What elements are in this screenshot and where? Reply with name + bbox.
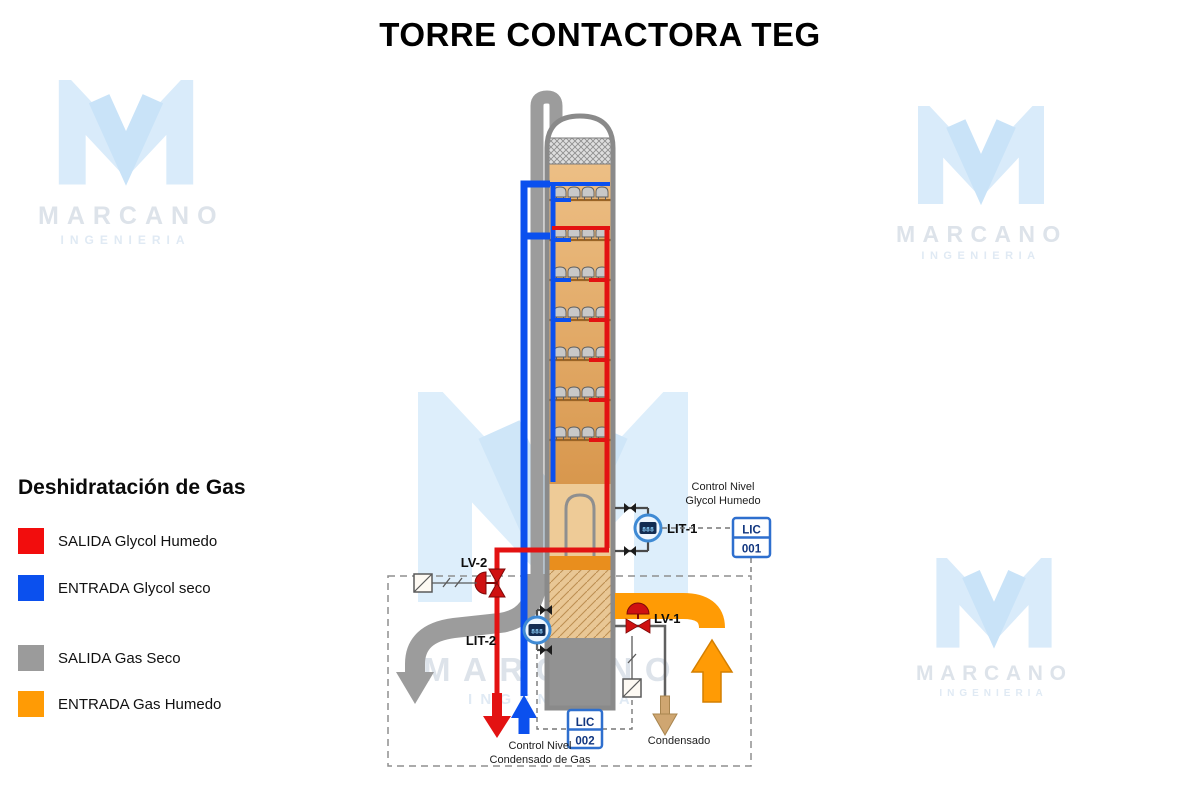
- demister-pad: [547, 137, 613, 165]
- legend-swatch-entrada-glycol: [18, 575, 44, 601]
- dry-gas-pipe: [396, 90, 563, 704]
- marcano-logo-icon: [58, 80, 193, 186]
- lit1-display: 888: [642, 526, 654, 534]
- lit2-transmitter: 888 LIT-2: [466, 605, 552, 655]
- watermark-marcano: MARCANO INGENIERIA: [916, 558, 1071, 699]
- control-note-condensado-1: Control Nivel: [509, 740, 572, 752]
- legend-label: ENTRADA Gas Humedo: [58, 695, 222, 713]
- watermark-marcano: MARCANO INGENIERIA: [38, 80, 225, 247]
- tower-shell: [544, 113, 616, 711]
- marcano-logo-icon: [918, 106, 1044, 206]
- vortex-riser: [564, 493, 596, 556]
- legend-item-salida-gas: SALIDA Gas Seco: [18, 645, 318, 671]
- lit2-display: 888: [531, 628, 543, 636]
- watermark-subtitle: INGENIERIA: [60, 233, 191, 247]
- watermark-marcano: MARCANO INGENIERIA: [896, 106, 1066, 262]
- control-note-glycol-1: Control Nivel: [692, 481, 755, 493]
- control-note-condensado-2: Condensado de Gas: [490, 754, 591, 766]
- watermark-name: MARCANO: [38, 202, 225, 230]
- legend: Deshidratación de Gas SALIDA Glycol Hume…: [18, 476, 318, 717]
- lit2-label: LIT-2: [466, 633, 496, 648]
- isolation-valve-icon: [624, 503, 636, 513]
- tower-sump: [547, 638, 613, 708]
- condensate-flow-arrow: [652, 695, 678, 737]
- ip-converter-2: [622, 636, 642, 698]
- legend-item-entrada-glycol: ENTRADA Glycol seco: [18, 575, 318, 601]
- wet-gas-pipe: [615, 593, 734, 703]
- internal-downcomers: [550, 182, 610, 548]
- glycol-out-pipe: LV-2: [461, 547, 609, 738]
- legend-swatch-entrada-gas: [18, 691, 44, 717]
- legend-label: SALIDA Gas Seco: [58, 649, 181, 667]
- lic1-tag: LIC: [742, 525, 761, 537]
- glycol-in-flow-arrow: [511, 695, 537, 734]
- watermark-name: MARCANO: [916, 662, 1073, 685]
- watermark-subtitle: INGENIERIA: [921, 250, 1041, 262]
- condensate-label: Condensado: [648, 735, 710, 747]
- process-diagram: LV-2 LV-1 Condensado: [387, 90, 772, 767]
- isolation-valve-icon: [624, 546, 636, 556]
- wet-gas-flow-arrow: [690, 638, 734, 703]
- legend-item-entrada-gas: ENTRADA Gas Humedo: [18, 691, 318, 717]
- lv2-label: LV-2: [461, 555, 488, 570]
- lic-002-controller: LIC 002: [536, 645, 633, 750]
- lic2-number: 002: [575, 736, 594, 748]
- lit1-transmitter: 888 LIT-1: [615, 503, 697, 556]
- page-title: TORRE CONTACTORA TEG: [379, 16, 821, 53]
- lv1-label: LV-1: [654, 611, 681, 626]
- liquid-interface: [547, 556, 613, 570]
- legend-heading: Deshidratación de Gas: [18, 476, 246, 499]
- lic1-number: 001: [742, 544, 762, 556]
- lic-001-controller: LIC 001: [662, 516, 772, 576]
- lv1-valve: [625, 602, 651, 634]
- watermark-subtitle: INGENIERIA: [939, 688, 1048, 699]
- watermark-name: MARCANO: [896, 221, 1068, 247]
- dry-gas-flow-arrow: [396, 672, 434, 704]
- lv2-valve: [474, 568, 506, 598]
- glycol-out-flow-arrow: [483, 693, 511, 738]
- legend-label: SALIDA Glycol Humedo: [58, 532, 218, 550]
- legend-swatch-salida-glycol: [18, 528, 44, 554]
- contactor-tower: [544, 113, 616, 711]
- marcano-logo-icon: [935, 558, 1052, 649]
- legend-label: ENTRADA Glycol seco: [58, 579, 211, 597]
- condensate-line: LV-1 Condensado: [615, 602, 710, 747]
- legend-item-salida-glycol: SALIDA Glycol Humedo: [18, 528, 318, 554]
- glycol-in-pipe: [511, 180, 550, 734]
- lic2-tag: LIC: [576, 717, 595, 729]
- legend-swatch-salida-gas: [18, 645, 44, 671]
- control-note-glycol-2: Glycol Humedo: [685, 495, 760, 507]
- ip-converter-1: [413, 573, 477, 593]
